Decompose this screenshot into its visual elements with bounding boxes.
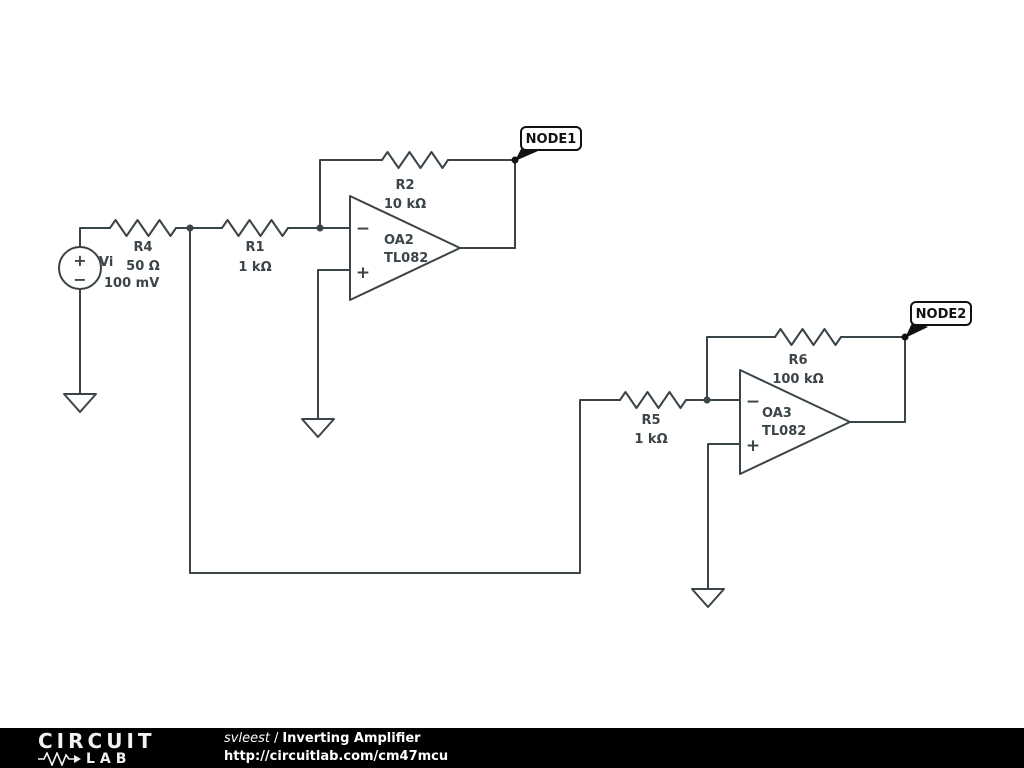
source-minus-sign: −	[73, 270, 86, 289]
resistor-zigzag[interactable]	[619, 391, 687, 409]
resistor-zigzag[interactable]	[221, 219, 289, 237]
resistor-R4[interactable]: R4 50 Ω	[109, 219, 177, 274]
oa2-name-label: OA2	[384, 233, 414, 248]
wire[interactable]	[317, 269, 351, 420]
footer-bar: CIRCUIT LAB svleest/Inverting Amplifier …	[0, 728, 1024, 768]
source-name-label: Vi	[99, 255, 113, 270]
flag-box[interactable]	[520, 126, 582, 151]
r2-name-label: R2	[395, 178, 414, 193]
opamp-triangle[interactable]	[739, 369, 851, 475]
schematic-canvas: + − Vi 100 mV R4 50 Ω R1 1 kΩ R2 10 kΩ −…	[58, 126, 972, 608]
resistor-R1[interactable]: R1 1 kΩ	[221, 219, 289, 275]
ground-icon[interactable]	[63, 393, 97, 413]
opamp-inverting-input-sign: −	[356, 219, 370, 239]
node2-flag[interactable]: NODE2	[901, 301, 972, 341]
opamp-noninverting-input-sign: +	[356, 263, 370, 283]
wire[interactable]	[79, 227, 111, 248]
r4-name-label: R4	[133, 240, 152, 255]
voltage-source-Vi[interactable]: + − Vi 100 mV	[58, 246, 159, 291]
source-value-label: 100 mV	[104, 276, 159, 291]
schematic-byline: svleest/Inverting Amplifier	[224, 730, 448, 748]
resistor-zigzag[interactable]	[774, 328, 842, 346]
r5-value-label: 1 kΩ	[634, 432, 667, 447]
opamp-triangle[interactable]	[349, 195, 461, 301]
footer-text-block: svleest/Inverting Amplifier http://circu…	[224, 730, 448, 765]
junction-dot	[186, 224, 194, 232]
r1-name-label: R1	[245, 240, 264, 255]
author-name: svleest	[224, 731, 270, 747]
node1-label: NODE1	[526, 132, 577, 147]
opamp-OA2[interactable]: − + OA2 TL082	[349, 195, 461, 301]
schematic-title: Inverting Amplifier	[282, 731, 421, 747]
r2-value-label: 10 kΩ	[384, 197, 426, 212]
oa3-name-label: OA3	[762, 406, 792, 421]
wires[interactable]	[79, 159, 906, 590]
logo-circuit-text: CIRCUIT	[38, 728, 156, 753]
voltage-source-body[interactable]	[58, 246, 102, 290]
logo-lab-text: LAB	[86, 750, 132, 767]
opamp-noninverting-input-sign: +	[746, 436, 760, 456]
resistor-R5[interactable]: R5 1 kΩ	[619, 391, 687, 447]
resistor-R6[interactable]: R6 100 kΩ	[772, 328, 842, 387]
opamp-inverting-input-sign: −	[746, 392, 760, 412]
junction-dot	[316, 224, 324, 232]
r1-value-label: 1 kΩ	[238, 260, 271, 275]
source-plus-sign: +	[73, 251, 86, 270]
schematic-url: http://circuitlab.com/cm47mcu	[224, 749, 449, 764]
wire[interactable]	[707, 443, 741, 590]
byline-separator: /	[273, 731, 279, 747]
ground-icon[interactable]	[691, 588, 725, 608]
opamp-OA3[interactable]: − + OA3 TL082	[739, 369, 851, 475]
junction-dot	[703, 396, 711, 404]
node2-label: NODE2	[916, 307, 967, 322]
resistor-logo-icon	[38, 751, 81, 766]
resistor-zigzag[interactable]	[381, 151, 449, 169]
wire[interactable]	[189, 227, 621, 574]
r6-name-label: R6	[788, 353, 807, 368]
r4-value-label: 50 Ω	[126, 259, 160, 274]
ground-icon[interactable]	[301, 418, 335, 438]
r5-name-label: R5	[641, 413, 660, 428]
wire[interactable]	[319, 159, 383, 229]
resistor-zigzag[interactable]	[109, 219, 177, 237]
circuitlab-logo: CIRCUIT LAB	[38, 731, 188, 766]
node1-flag[interactable]: NODE1	[511, 126, 582, 164]
oa3-value-label: TL082	[762, 424, 806, 439]
flag-box[interactable]	[910, 301, 972, 326]
oa2-value-label: TL082	[384, 251, 428, 266]
wire[interactable]	[706, 336, 776, 401]
resistor-R2[interactable]: R2 10 kΩ	[381, 151, 449, 212]
r6-value-label: 100 kΩ	[772, 372, 823, 387]
